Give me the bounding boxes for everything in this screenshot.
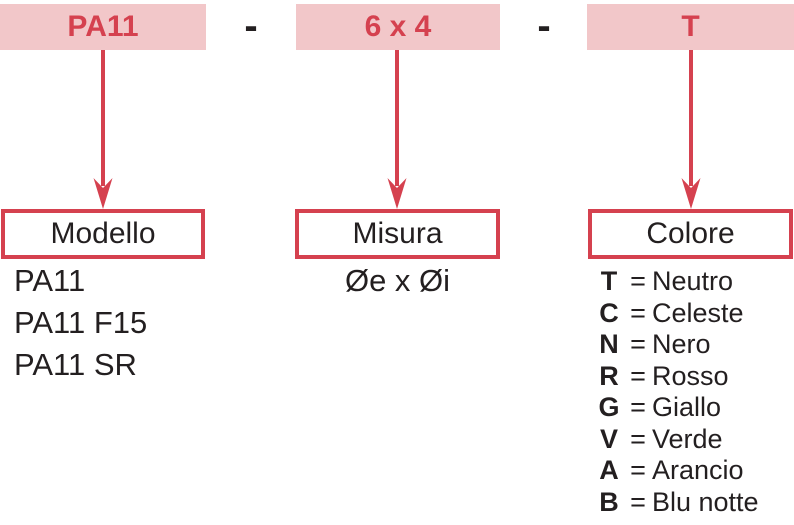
- model-option: PA11 F15: [14, 305, 148, 340]
- code-separator: -: [244, 4, 258, 48]
- color-code: T: [600, 266, 618, 296]
- code-segment-model: PA11: [0, 4, 206, 50]
- color-code: G: [598, 392, 620, 422]
- equals-sign: =: [630, 360, 646, 391]
- color-code: V: [599, 423, 618, 454]
- equals-sign: =: [630, 486, 646, 517]
- color-option: N =Nero: [594, 329, 759, 361]
- size-label-box: Misura: [295, 209, 500, 259]
- model-label-box: Modello: [1, 209, 205, 259]
- size-value: Øe x Øi: [344, 263, 451, 298]
- code-segment-color: T: [587, 4, 794, 50]
- color-code: N: [599, 329, 619, 359]
- code-separator: -: [537, 4, 551, 48]
- color-option: R =Rosso: [594, 361, 759, 393]
- color-name: Verde: [652, 423, 723, 454]
- color-name: Giallo: [652, 392, 722, 422]
- color-name: Blu notte: [652, 486, 759, 517]
- color-code: B: [599, 486, 619, 517]
- equals-sign: =: [630, 266, 646, 296]
- color-code: A: [599, 455, 619, 485]
- color-name: Nero: [652, 329, 711, 359]
- color-name: Arancio: [652, 455, 744, 485]
- model-option: PA11 SR: [14, 347, 137, 382]
- down-arrow-icon: [387, 50, 407, 209]
- color-option: V =Verde: [594, 424, 759, 456]
- color-name: Neutro: [652, 266, 734, 296]
- color-code: R: [599, 360, 619, 391]
- model-option: PA11: [14, 263, 86, 298]
- color-option: B =Blu notte: [594, 486, 759, 519]
- equals-sign: =: [630, 455, 646, 485]
- color-code: C: [599, 297, 619, 328]
- color-option: A =Arancio: [594, 455, 759, 487]
- color-option: C =Celeste: [594, 298, 759, 330]
- color-name: Celeste: [652, 297, 744, 328]
- color-option: T =Neutro: [594, 266, 759, 298]
- equals-sign: =: [630, 329, 646, 359]
- color-label-box: Colore: [588, 209, 793, 259]
- code-segment-size: 6 x 4: [296, 4, 500, 50]
- color-name: Rosso: [652, 360, 729, 391]
- down-arrow-icon: [93, 50, 113, 209]
- equals-sign: =: [630, 297, 646, 328]
- color-option: G =Giallo: [594, 392, 759, 424]
- equals-sign: =: [630, 423, 646, 454]
- down-arrow-icon: [681, 50, 701, 209]
- color-options-list: T=Neutro C=Celeste N=Nero R=Rosso G=Gial…: [594, 266, 759, 519]
- model-options-list: PA11 PA11 F15 PA11 SR: [14, 260, 147, 386]
- equals-sign: =: [630, 392, 646, 422]
